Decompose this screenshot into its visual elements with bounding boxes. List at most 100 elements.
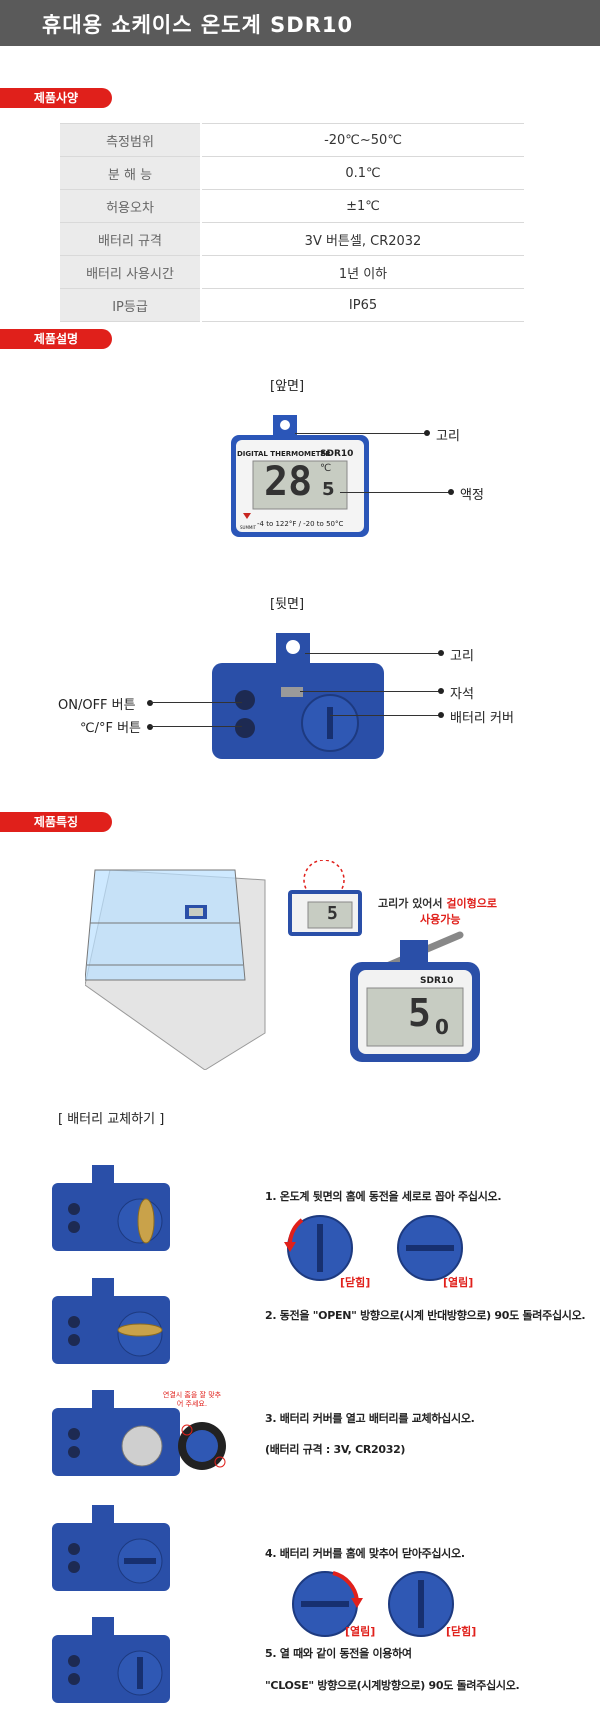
onoff-label: ON/OFF 버튼 xyxy=(58,698,136,713)
spec-key: 배터리 사용시간 xyxy=(60,255,202,289)
table-row: 허용오차±1℃ xyxy=(60,189,524,223)
magnet-pointer-line xyxy=(300,691,440,692)
cover-pointer-line xyxy=(330,715,440,716)
magnet-label: 자석 xyxy=(450,687,474,702)
section-label-spec: 제품사양 xyxy=(0,88,112,108)
step4-image xyxy=(52,1505,170,1591)
spec-key: 측정범위 xyxy=(60,123,202,157)
section-label-desc: 제품설명 xyxy=(0,329,112,349)
front-reading-small: 5 xyxy=(322,479,335,500)
page-title: 휴대용 쇼케이스 온도계 SDR10 xyxy=(42,13,354,37)
spec-value: 0.1℃ xyxy=(201,156,524,190)
spec-key: 허용오차 xyxy=(60,189,202,223)
feature-text-1: 고리가 있어서 xyxy=(378,897,443,910)
step4-text: 4. 배터리 커버를 홈에 맞추어 닫아주십시오. xyxy=(265,1547,465,1560)
step1-open-label: [열림] xyxy=(443,1276,474,1289)
cf-label: ℃/°F 버튼 xyxy=(80,721,142,736)
front-thermometer-image xyxy=(231,415,369,537)
spec-key: IP등급 xyxy=(60,288,202,322)
hook-hole xyxy=(286,640,300,654)
section-label-feature: 제품특징 xyxy=(0,812,112,832)
big-lcd xyxy=(366,987,464,1047)
spec-value: 3V 버튼셀, CR2032 xyxy=(201,222,524,256)
showcase-glass xyxy=(85,869,246,981)
onoff-pointer-line xyxy=(150,702,242,703)
step5-text-a: 5. 열 때와 같이 동전을 이용하여 xyxy=(265,1647,412,1660)
step4-cover-diagram xyxy=(292,1571,454,1637)
feature-text-line1: 고리가 있어서 걸이형으로 xyxy=(378,895,497,911)
step3-image xyxy=(52,1390,226,1476)
step2-text: 2. 동전을 "OPEN" 방향으로(시계 반대방향으로) 90도 돌려주십시오… xyxy=(265,1309,586,1322)
spec-key: 분 해 능 xyxy=(60,156,202,190)
hook-hole xyxy=(280,420,290,430)
lcd-pointer-line xyxy=(340,492,450,493)
front-unit: ℃ xyxy=(320,463,332,474)
spec-value: 1년 이하 xyxy=(201,255,524,289)
lcd-pointer-dot xyxy=(448,489,454,495)
front-maker: SUMMIT xyxy=(240,525,256,530)
feature-small-thermometer xyxy=(288,860,362,936)
back-hook-pointer-dot xyxy=(438,650,444,656)
showcase-illustration xyxy=(85,869,266,1070)
battery-cover-label: 배터리 커버 xyxy=(450,711,514,726)
step1-cover-diagram xyxy=(284,1215,463,1281)
front-range: -4 to 122°F / -20 to 50°C xyxy=(257,520,344,528)
spec-key: 배터리 규격 xyxy=(60,222,202,256)
onoff-pointer-dot xyxy=(147,700,153,706)
spec-value: -20℃~50℃ xyxy=(201,123,524,157)
mini-lcd xyxy=(189,908,203,916)
step1-text: 1. 온도계 뒷면의 홈에 동전을 세로로 꼽아 주십시오. xyxy=(265,1190,502,1203)
front-reading-big: 28 xyxy=(264,459,313,505)
front-caption: [앞면] xyxy=(270,379,305,394)
magnet-pointer-dot xyxy=(438,688,444,694)
magnet-shape xyxy=(281,687,303,697)
page-header: 휴대용 쇼케이스 온도계 SDR10 xyxy=(0,0,600,46)
lcd-screen xyxy=(252,460,348,510)
spec-value: IP65 xyxy=(201,288,524,322)
small-lcd xyxy=(307,901,353,929)
feature-text-2: 사용가능 xyxy=(420,913,461,926)
step1-closed-label: [닫힘] xyxy=(340,1276,371,1289)
feature-text-red: 걸이형으로 xyxy=(446,897,498,910)
battery-section-title: [ 배터리 교체하기 ] xyxy=(58,1112,165,1127)
back-caption: [뒷면] xyxy=(270,597,305,612)
back-hook-pointer-line xyxy=(305,653,440,654)
back-body xyxy=(212,663,384,759)
hook-shape xyxy=(400,940,428,968)
hook-pointer-line xyxy=(295,433,425,434)
onoff-button-shape xyxy=(235,690,255,710)
big-reading: 5 xyxy=(408,991,431,1035)
cover-pointer-dot xyxy=(438,712,444,718)
feature-model: SDR10 xyxy=(420,976,454,986)
cf-pointer-dot xyxy=(147,724,153,730)
step4-open-label: [열림] xyxy=(345,1625,376,1638)
front-lcd-label: 액정 xyxy=(460,488,484,503)
hook-pointer-dot xyxy=(424,430,430,436)
cf-button-shape xyxy=(235,718,255,738)
step5-image xyxy=(52,1617,170,1703)
big-reading-decimal: 0 xyxy=(435,1015,449,1039)
back-hook-label: 고리 xyxy=(450,649,474,664)
back-thermometer-image xyxy=(212,633,384,759)
feature-hanging-thermometer xyxy=(350,931,480,1062)
small-reading: 5 xyxy=(327,903,338,924)
spec-value: ±1℃ xyxy=(201,189,524,223)
step1-image xyxy=(52,1165,170,1251)
cf-pointer-line xyxy=(150,726,242,727)
step5-text-b: "CLOSE" 방향으로(시계방향으로) 90도 돌려주십시오. xyxy=(265,1679,520,1692)
maker-logo-icon xyxy=(243,513,251,519)
coin-slot-shape xyxy=(327,707,333,739)
step2-image xyxy=(52,1278,170,1364)
step3-text: 3. 배터리 커버를 열고 배터리를 교체하십시오. xyxy=(265,1412,475,1425)
front-hook-label: 고리 xyxy=(436,429,460,444)
step3-note: 연결시 홈을 잘 맞추어 주세요. xyxy=(162,1391,222,1408)
step4-closed-label: [닫힘] xyxy=(446,1625,477,1638)
front-brand: DIGITAL THERMOMETER xyxy=(237,450,331,458)
step3-spec-text: (배터리 규격 : 3V, CR2032) xyxy=(265,1443,406,1456)
table-row: 측정범위-20℃~50℃ xyxy=(60,123,524,157)
